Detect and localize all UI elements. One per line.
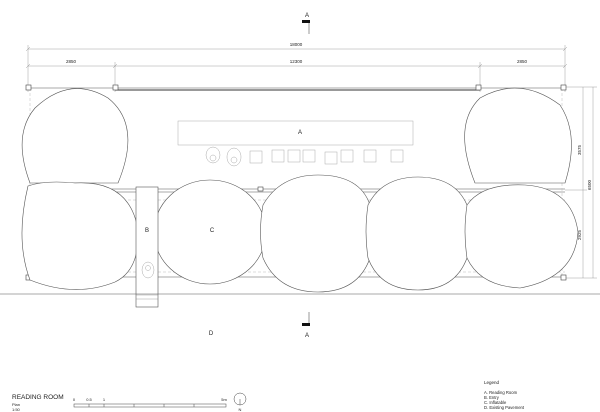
dimension-lines-horizontal: 18000 2850 12300 2850 xyxy=(25,42,568,92)
north-label: N xyxy=(239,407,242,412)
scale-bar: 0 0.5 1 5m xyxy=(73,397,227,408)
zone-label-a: A xyxy=(298,130,302,136)
scale-label-1: 1 xyxy=(103,397,106,402)
people-figures xyxy=(205,146,242,167)
dimension-height-total: 6500 xyxy=(587,179,592,190)
zone-label-b: B xyxy=(145,228,149,234)
legend-item: C. Inflatable xyxy=(484,400,507,405)
section-marker-bottom: A xyxy=(302,312,310,339)
entry-figure xyxy=(141,261,155,279)
section-label-top: A xyxy=(305,13,309,19)
scale-label-0-5: 0.5 xyxy=(86,397,92,402)
section-marker-top: A xyxy=(302,13,310,34)
zone-label-c: C xyxy=(210,228,215,234)
dimension-lines-vertical: 3575 2925 6500 xyxy=(565,86,597,279)
section-label-bottom: A xyxy=(305,333,309,339)
drawing-title: READING ROOM xyxy=(12,394,64,401)
entry-zone: B xyxy=(135,186,159,308)
dimension-height-bottom: 2925 xyxy=(577,229,582,240)
legend-item: A. Reading Room xyxy=(484,390,518,395)
inflatables: C xyxy=(21,87,579,293)
dimension-height-top: 3575 xyxy=(577,144,582,155)
dimension-overall: 18000 xyxy=(290,42,303,47)
scale-label-5m: 5m xyxy=(221,397,227,402)
north-arrow-icon: N xyxy=(233,392,247,412)
legend-item: D. Existing Pavement xyxy=(484,405,525,410)
chairs xyxy=(249,149,404,165)
zone-label-d: D xyxy=(209,331,214,337)
drawing-scale: 1:50 xyxy=(12,407,21,412)
dimension-center: 12300 xyxy=(290,59,303,64)
scale-label-0: 0 xyxy=(73,397,76,402)
legend-title: Legend xyxy=(484,380,500,385)
legend: Legend A. Reading Room B. Entry C. Infla… xyxy=(484,380,525,410)
dimension-left-bay: 2850 xyxy=(66,59,77,64)
dimension-right-bay: 2850 xyxy=(517,59,528,64)
legend-item: B. Entry xyxy=(484,395,500,400)
reading-room-zone: A xyxy=(177,120,414,167)
drawing-subtitle: Plan xyxy=(12,402,20,407)
